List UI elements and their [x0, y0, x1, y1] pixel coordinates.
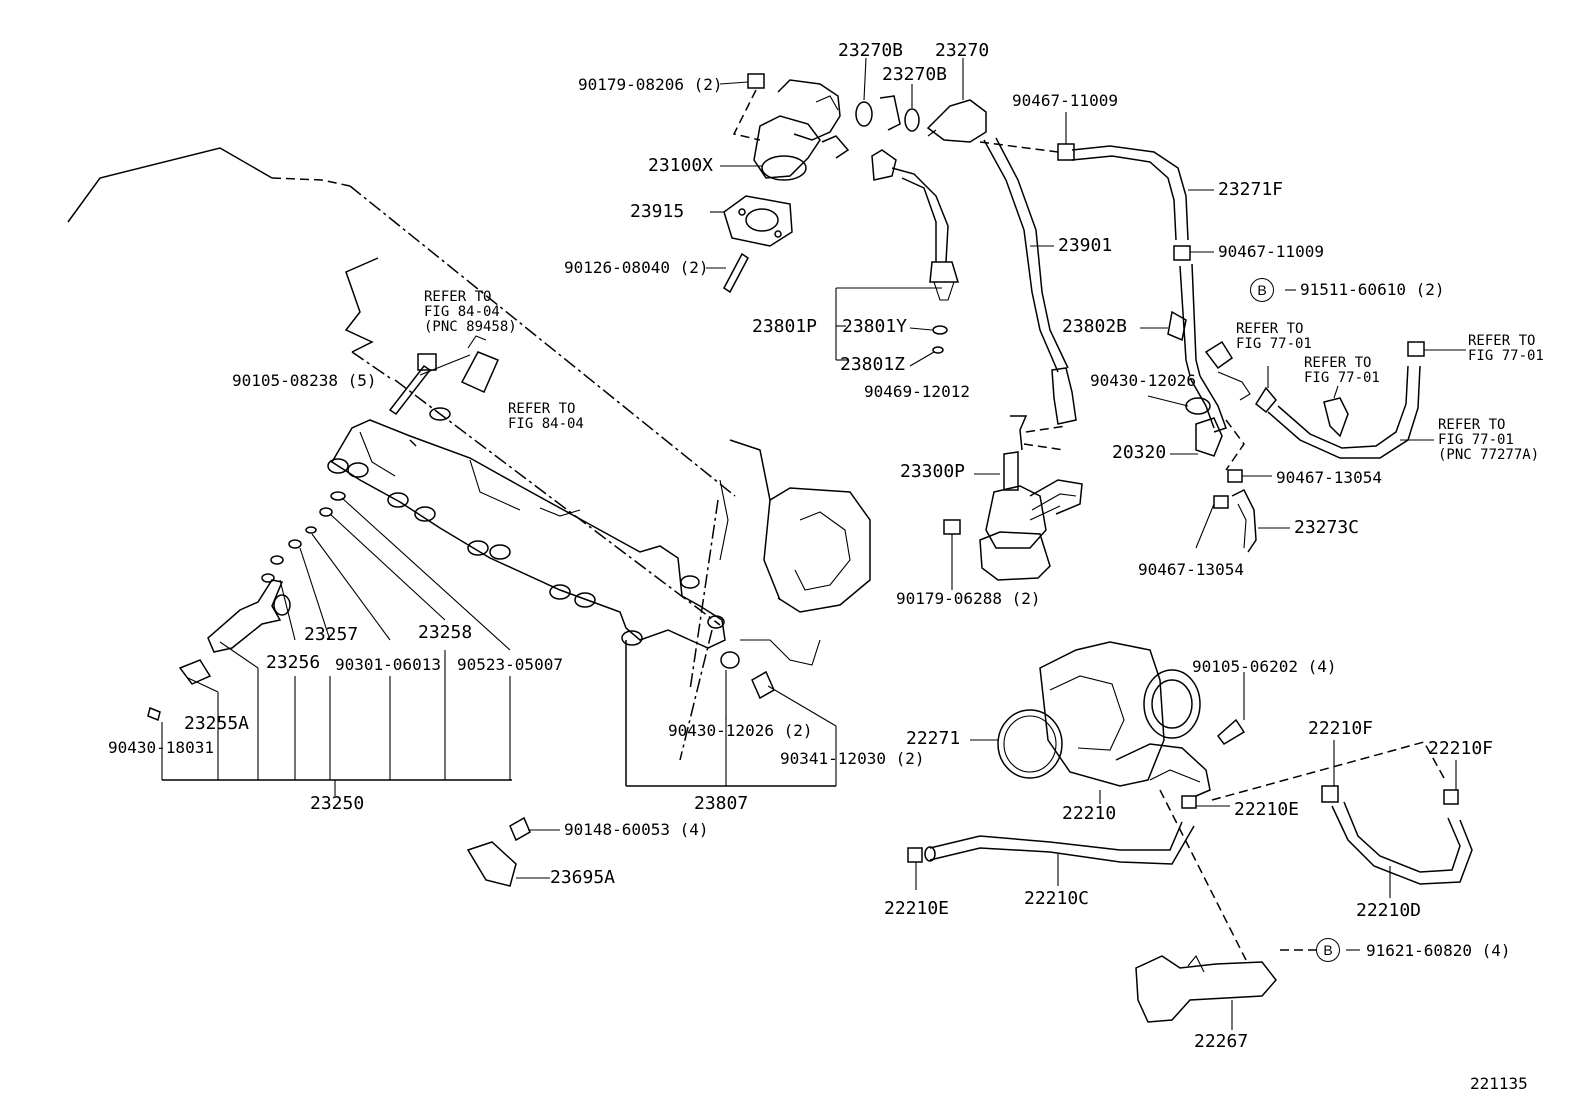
part-label: 91621-60820 (4)	[1366, 941, 1511, 960]
part-label: 23256	[266, 652, 321, 673]
part-label: 23255A	[184, 713, 250, 734]
part-label: 23801Z	[840, 354, 906, 375]
part-label: 90105-06202 (4)	[1192, 657, 1337, 676]
part-label: 22271	[906, 728, 961, 749]
part-label: 22210	[1062, 803, 1117, 824]
part-label: 90467-11009	[1012, 91, 1118, 110]
part-label: 90469-12012	[864, 382, 970, 401]
throttle-body	[970, 641, 1445, 961]
part-label: 90301-06013	[335, 655, 441, 674]
part-label: 90467-11009	[1218, 242, 1324, 261]
refer-note: REFER TO FIG 77-01	[1468, 333, 1544, 364]
part-label: 90430-12026 (2)	[668, 721, 813, 740]
figure-id: 221135	[1470, 1074, 1528, 1093]
part-label: 90467-13054	[1138, 560, 1244, 579]
lower-left-parts	[466, 640, 837, 887]
part-label: 23801Y	[842, 316, 908, 337]
callout-b: B	[1250, 278, 1274, 302]
engine-outline	[67, 147, 871, 761]
part-label: 23901	[1058, 235, 1113, 256]
part-label: 22210F	[1308, 718, 1374, 739]
part-label: 91511-60610 (2)	[1300, 280, 1445, 299]
refer-note: REFER TO FIG 77-01	[1304, 355, 1380, 386]
refer-note: REFER TO FIG 77-01	[1236, 321, 1312, 352]
part-label: 23270	[935, 40, 990, 61]
part-label: 23915	[630, 201, 685, 222]
part-label: 22210F	[1428, 738, 1494, 759]
part-label: 90467-13054	[1276, 468, 1382, 487]
part-label: 23807	[694, 793, 749, 814]
injector-parts	[147, 335, 512, 796]
part-label: 23271F	[1218, 179, 1284, 200]
callout-b: B	[1316, 938, 1340, 962]
refer-note: REFER TO FIG 84-04	[508, 401, 584, 432]
part-label: 22210D	[1356, 900, 1422, 921]
part-label: 22210C	[1024, 888, 1090, 909]
part-label: 23270B	[882, 64, 948, 85]
refer-note: REFER TO FIG 84-04 (PNC 89458)	[424, 289, 517, 335]
part-label: 90126-08040 (2)	[564, 258, 709, 277]
part-label: 20320	[1112, 442, 1167, 463]
part-label: 23257	[304, 624, 359, 645]
part-label: 90341-12030 (2)	[780, 749, 925, 768]
part-label: 23258	[418, 622, 473, 643]
hoses-right	[979, 112, 1466, 553]
part-label: 23300P	[900, 461, 966, 482]
part-label: 23802B	[1062, 316, 1128, 337]
part-label: 22210E	[884, 898, 950, 919]
part-label: 23273C	[1294, 517, 1360, 538]
part-label: 90179-06288 (2)	[896, 589, 1041, 608]
part-label: 23695A	[550, 867, 616, 888]
pressure-regulator-23300P	[943, 415, 1083, 590]
part-label: 22210E	[1234, 799, 1300, 820]
lower-hoses	[907, 740, 1473, 898]
refer-note: REFER TO FIG 77-01 (PNC 77277A)	[1438, 417, 1540, 463]
part-label: 90148-60053 (4)	[564, 820, 709, 839]
part-label: 90179-08206 (2)	[578, 75, 723, 94]
pump-assembly	[706, 57, 987, 367]
part-label: 23270B	[838, 40, 904, 61]
part-label: 23801P	[752, 316, 818, 337]
part-label: 22267	[1194, 1031, 1249, 1052]
bracket-22267	[1135, 949, 1360, 1030]
fuel-rail	[327, 419, 726, 649]
part-label: 23100X	[648, 155, 714, 176]
part-label: 90105-08238 (5)	[232, 371, 377, 390]
part-label: 90430-12026	[1090, 371, 1196, 390]
part-label: 90430-18031	[108, 738, 214, 757]
part-label: 23250	[310, 793, 365, 814]
part-label: 90523-05007	[457, 655, 563, 674]
